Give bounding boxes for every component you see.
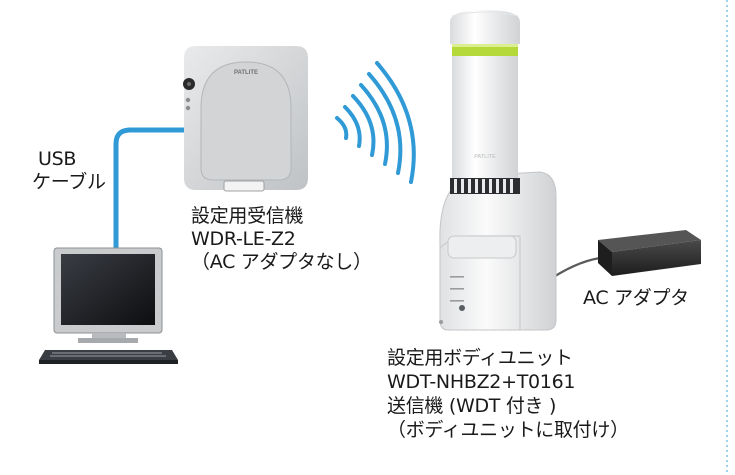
usb-cable-label-line1: USB bbox=[32, 148, 106, 171]
usb-cable-line bbox=[116, 130, 184, 258]
ac-adapter-label: AC アダプタ bbox=[583, 287, 689, 310]
receiver-device-icon: PATLITE bbox=[183, 46, 308, 191]
usb-cable-label-line2: ケーブル bbox=[32, 171, 106, 194]
signal-tower-icon: PATLITE bbox=[439, 10, 556, 330]
desktop-computer-icon bbox=[39, 248, 178, 364]
wireless-signal-icon bbox=[337, 63, 414, 182]
receiver-label-line2: WDR-LE-Z2 bbox=[191, 228, 372, 251]
receiver-label: 設定用受信機 WDR-LE-Z2 （AC アダプタなし） bbox=[191, 205, 372, 274]
usb-cable-label: USB ケーブル bbox=[32, 148, 106, 194]
receiver-brand-mark: PATLITE bbox=[234, 70, 258, 76]
receiver-label-line3: （AC アダプタなし） bbox=[191, 251, 372, 274]
transmitter-label: 設定用ボディユニット WDT-NHBZ2+T0161 送信機 (WDT 付き )… bbox=[387, 346, 629, 442]
receiver-label-line1: 設定用受信機 bbox=[191, 205, 372, 228]
transmitter-label-line4: （ボディユニットに取付け） bbox=[387, 418, 629, 442]
transmitter-label-line3: 送信機 (WDT 付き ) bbox=[387, 394, 629, 418]
ac-adapter-icon bbox=[598, 230, 701, 276]
transmitter-label-line2: WDT-NHBZ2+T0161 bbox=[387, 370, 629, 394]
ac-adapter-label-text: AC アダプタ bbox=[583, 287, 689, 310]
transmitter-label-line1: 設定用ボディユニット bbox=[387, 346, 629, 370]
tower-brand-mark: PATLITE bbox=[474, 154, 496, 160]
